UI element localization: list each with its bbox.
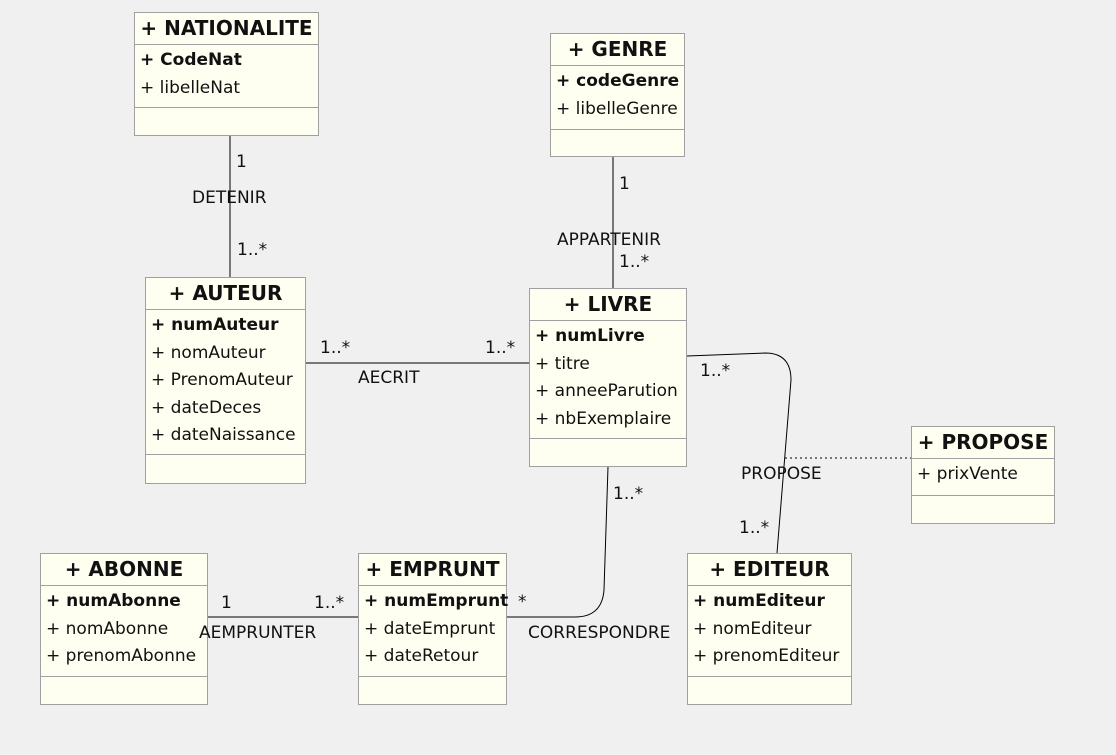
attribute: + dateRetour bbox=[364, 646, 479, 666]
class-emprunt-attrs: + numEmprunt + dateEmprunt + dateRetour bbox=[359, 586, 509, 677]
aecrit-mult-livre: 1..* bbox=[485, 338, 516, 358]
appartenir-label: APPARTENIR bbox=[557, 230, 661, 250]
class-nationalite-name: + NATIONALITE bbox=[135, 13, 318, 45]
aemprunter-mult-abonne: 1 bbox=[221, 593, 232, 613]
detenir-mult-nationalite: 1 bbox=[236, 152, 247, 172]
attribute: + codeGenre bbox=[556, 71, 680, 91]
class-livre-attrs: + numLivre + titre + anneeParution + nbE… bbox=[530, 321, 686, 439]
attribute: + dateEmprunt bbox=[364, 618, 496, 639]
attribute: + nomAbonne bbox=[46, 618, 169, 639]
class-livre-name: + LIVRE bbox=[530, 289, 686, 321]
attribute: + prenomEditeur bbox=[693, 646, 840, 666]
class-genre[interactable]: + GENRE + codeGenre + libelleGenre bbox=[550, 33, 685, 157]
attribute: + numEditeur bbox=[693, 591, 825, 611]
class-auteur-name: + AUTEUR bbox=[146, 278, 305, 310]
detenir-mult-auteur: 1..* bbox=[237, 240, 268, 260]
attribute: + numLivre bbox=[535, 326, 645, 346]
aecrit-label: AECRIT bbox=[358, 368, 420, 388]
appartenir-mult-livre: 1..* bbox=[619, 252, 650, 272]
class-nationalite[interactable]: + NATIONALITE + CodeNat + libelleNat bbox=[134, 12, 319, 136]
detenir-label: DETENIR bbox=[192, 188, 267, 208]
attribute: + nbExemplaire bbox=[535, 408, 672, 429]
aecrit-mult-auteur: 1..* bbox=[320, 338, 351, 358]
attribute: + prenomAbonne bbox=[46, 646, 197, 666]
attribute: + libelleGenre bbox=[556, 98, 678, 119]
attribute: + libelleNat bbox=[140, 77, 241, 98]
attribute: + prixVente bbox=[917, 464, 1018, 484]
attribute: + dateNaissance bbox=[151, 425, 296, 445]
class-abonne-name: + ABONNE bbox=[41, 554, 207, 586]
attribute: + CodeNat bbox=[140, 50, 242, 70]
propose-label: PROPOSE bbox=[741, 464, 822, 484]
class-livre[interactable]: + LIVRE + numLivre + titre + anneeParuti… bbox=[529, 288, 687, 467]
class-genre-name: + GENRE bbox=[551, 34, 684, 66]
correspondre-label: CORRESPONDRE bbox=[528, 623, 671, 643]
appartenir-mult-genre: 1 bbox=[619, 174, 630, 194]
attribute: + titre bbox=[535, 353, 590, 374]
attribute: + numAbonne bbox=[46, 591, 181, 611]
attribute: + PrenomAuteur bbox=[151, 370, 293, 390]
class-editeur-name: + EDITEUR bbox=[688, 554, 851, 586]
class-genre-attrs: + codeGenre + libelleGenre bbox=[551, 66, 684, 130]
attribute: + nomAuteur bbox=[151, 342, 266, 363]
class-abonne-attrs: + numAbonne + nomAbonne + prenomAbonne bbox=[41, 586, 207, 677]
attribute: + numEmprunt bbox=[364, 591, 509, 611]
class-abonne[interactable]: + ABONNE + numAbonne + nomAbonne + preno… bbox=[40, 553, 208, 705]
attribute: + anneeParution bbox=[535, 381, 678, 401]
correspondre-mult-emprunt: * bbox=[518, 592, 527, 612]
propose-mult-livre: 1..* bbox=[700, 361, 731, 381]
class-editeur[interactable]: + EDITEUR + numEditeur + nomEditeur + pr… bbox=[687, 553, 852, 705]
attribute: + dateDeces bbox=[151, 397, 262, 418]
class-nationalite-attrs: + CodeNat + libelleNat bbox=[135, 45, 318, 108]
correspondre-mult-livre: 1..* bbox=[613, 484, 644, 504]
class-emprunt-name: + EMPRUNT bbox=[359, 554, 506, 586]
class-propose[interactable]: + PROPOSE + prixVente bbox=[911, 426, 1055, 524]
correspondre-line bbox=[507, 466, 609, 618]
attribute: + nomEditeur bbox=[693, 618, 812, 639]
aemprunter-mult-emprunt: 1..* bbox=[314, 593, 345, 613]
aemprunter-label: AEMPRUNTER bbox=[199, 623, 317, 643]
propose-mult-editeur: 1..* bbox=[739, 518, 770, 538]
class-auteur-attrs: + numAuteur + nomAuteur + PrenomAuteur +… bbox=[146, 310, 305, 455]
class-propose-name: + PROPOSE bbox=[912, 427, 1054, 459]
class-emprunt[interactable]: + EMPRUNT + numEmprunt + dateEmprunt + d… bbox=[358, 553, 509, 705]
attribute: + numAuteur bbox=[151, 315, 279, 335]
class-propose-attrs: + prixVente bbox=[912, 459, 1054, 496]
propose-line bbox=[686, 352, 792, 554]
class-editeur-attrs: + numEditeur + nomEditeur + prenomEditeu… bbox=[688, 586, 851, 677]
class-auteur[interactable]: + AUTEUR + numAuteur + nomAuteur + Preno… bbox=[145, 277, 306, 484]
